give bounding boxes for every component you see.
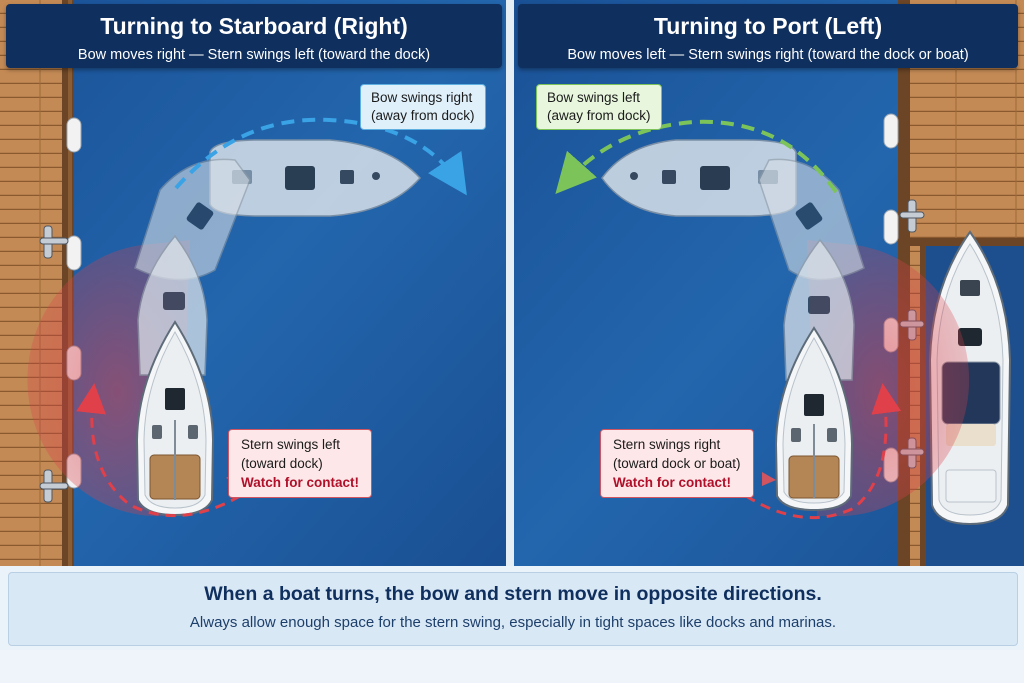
stern-callout-line1: Stern swings left <box>241 437 341 452</box>
summary-banner: When a boat turns, the bow and stern mov… <box>8 572 1018 646</box>
main-boat <box>135 320 215 517</box>
bow-callout-line1: Bow swings left <box>547 90 641 105</box>
bow-callout-line2: (away from dock) <box>371 108 475 123</box>
panel-subtitle: Bow moves left — Stern swings right (tow… <box>567 47 969 63</box>
summary-sub-text: Always allow enough space for the stern … <box>189 614 837 631</box>
panel-divider <box>506 0 514 566</box>
main-boat <box>774 326 854 512</box>
callout-pointer <box>762 472 776 486</box>
stern-callout-line1: Stern swings right <box>613 437 721 452</box>
stern-callout-warning: Watch for contact! <box>241 475 359 490</box>
stern-swing-arrow <box>76 383 241 518</box>
footer-strip <box>0 650 1024 683</box>
summary-main-text: When a boat turns, the bow and stern mov… <box>204 583 822 605</box>
stern-callout-warning: Watch for contact! <box>613 475 731 490</box>
stern-callout-line2: (toward dock) <box>241 456 323 471</box>
panel-title: Turning to Starboard (Right) <box>100 13 408 39</box>
bow-swing-arrow <box>174 117 467 196</box>
panel-title: Turning to Port (Left) <box>653 13 883 39</box>
stern-callout: Stern swings left (toward dock) Watch fo… <box>228 429 372 498</box>
dock <box>0 0 74 566</box>
bow-callout: Bow swings right (away from dock) <box>360 84 486 130</box>
stern-callout: Stern swings right (toward dock or boat)… <box>600 429 754 498</box>
stern-callout-line2: (toward dock or boat) <box>613 456 741 471</box>
port-turn-panel: Turning to Port (Left) Bow moves left — … <box>514 0 1024 566</box>
starboard-turn-panel: Turning to Starboard (Right) Bow moves r… <box>0 0 506 566</box>
ghost-boat-vertical <box>783 238 855 381</box>
bow-callout: Bow swings left (away from dock) <box>536 84 662 130</box>
panel-header: Turning to Starboard (Right) Bow moves r… <box>6 4 502 68</box>
docked-boat <box>928 230 1012 526</box>
panel-header: Turning to Port (Left) Bow moves left — … <box>518 4 1018 68</box>
cleat-icon <box>39 225 69 503</box>
bow-callout-line2: (away from dock) <box>547 108 651 123</box>
bow-swing-arrow <box>555 119 838 194</box>
stern-swing-arrow <box>745 383 902 520</box>
ghost-boat-horizontal <box>601 139 797 217</box>
bow-callout-line1: Bow swings right <box>371 90 473 105</box>
panel-subtitle: Bow moves right — Stern swings left (tow… <box>77 47 431 63</box>
